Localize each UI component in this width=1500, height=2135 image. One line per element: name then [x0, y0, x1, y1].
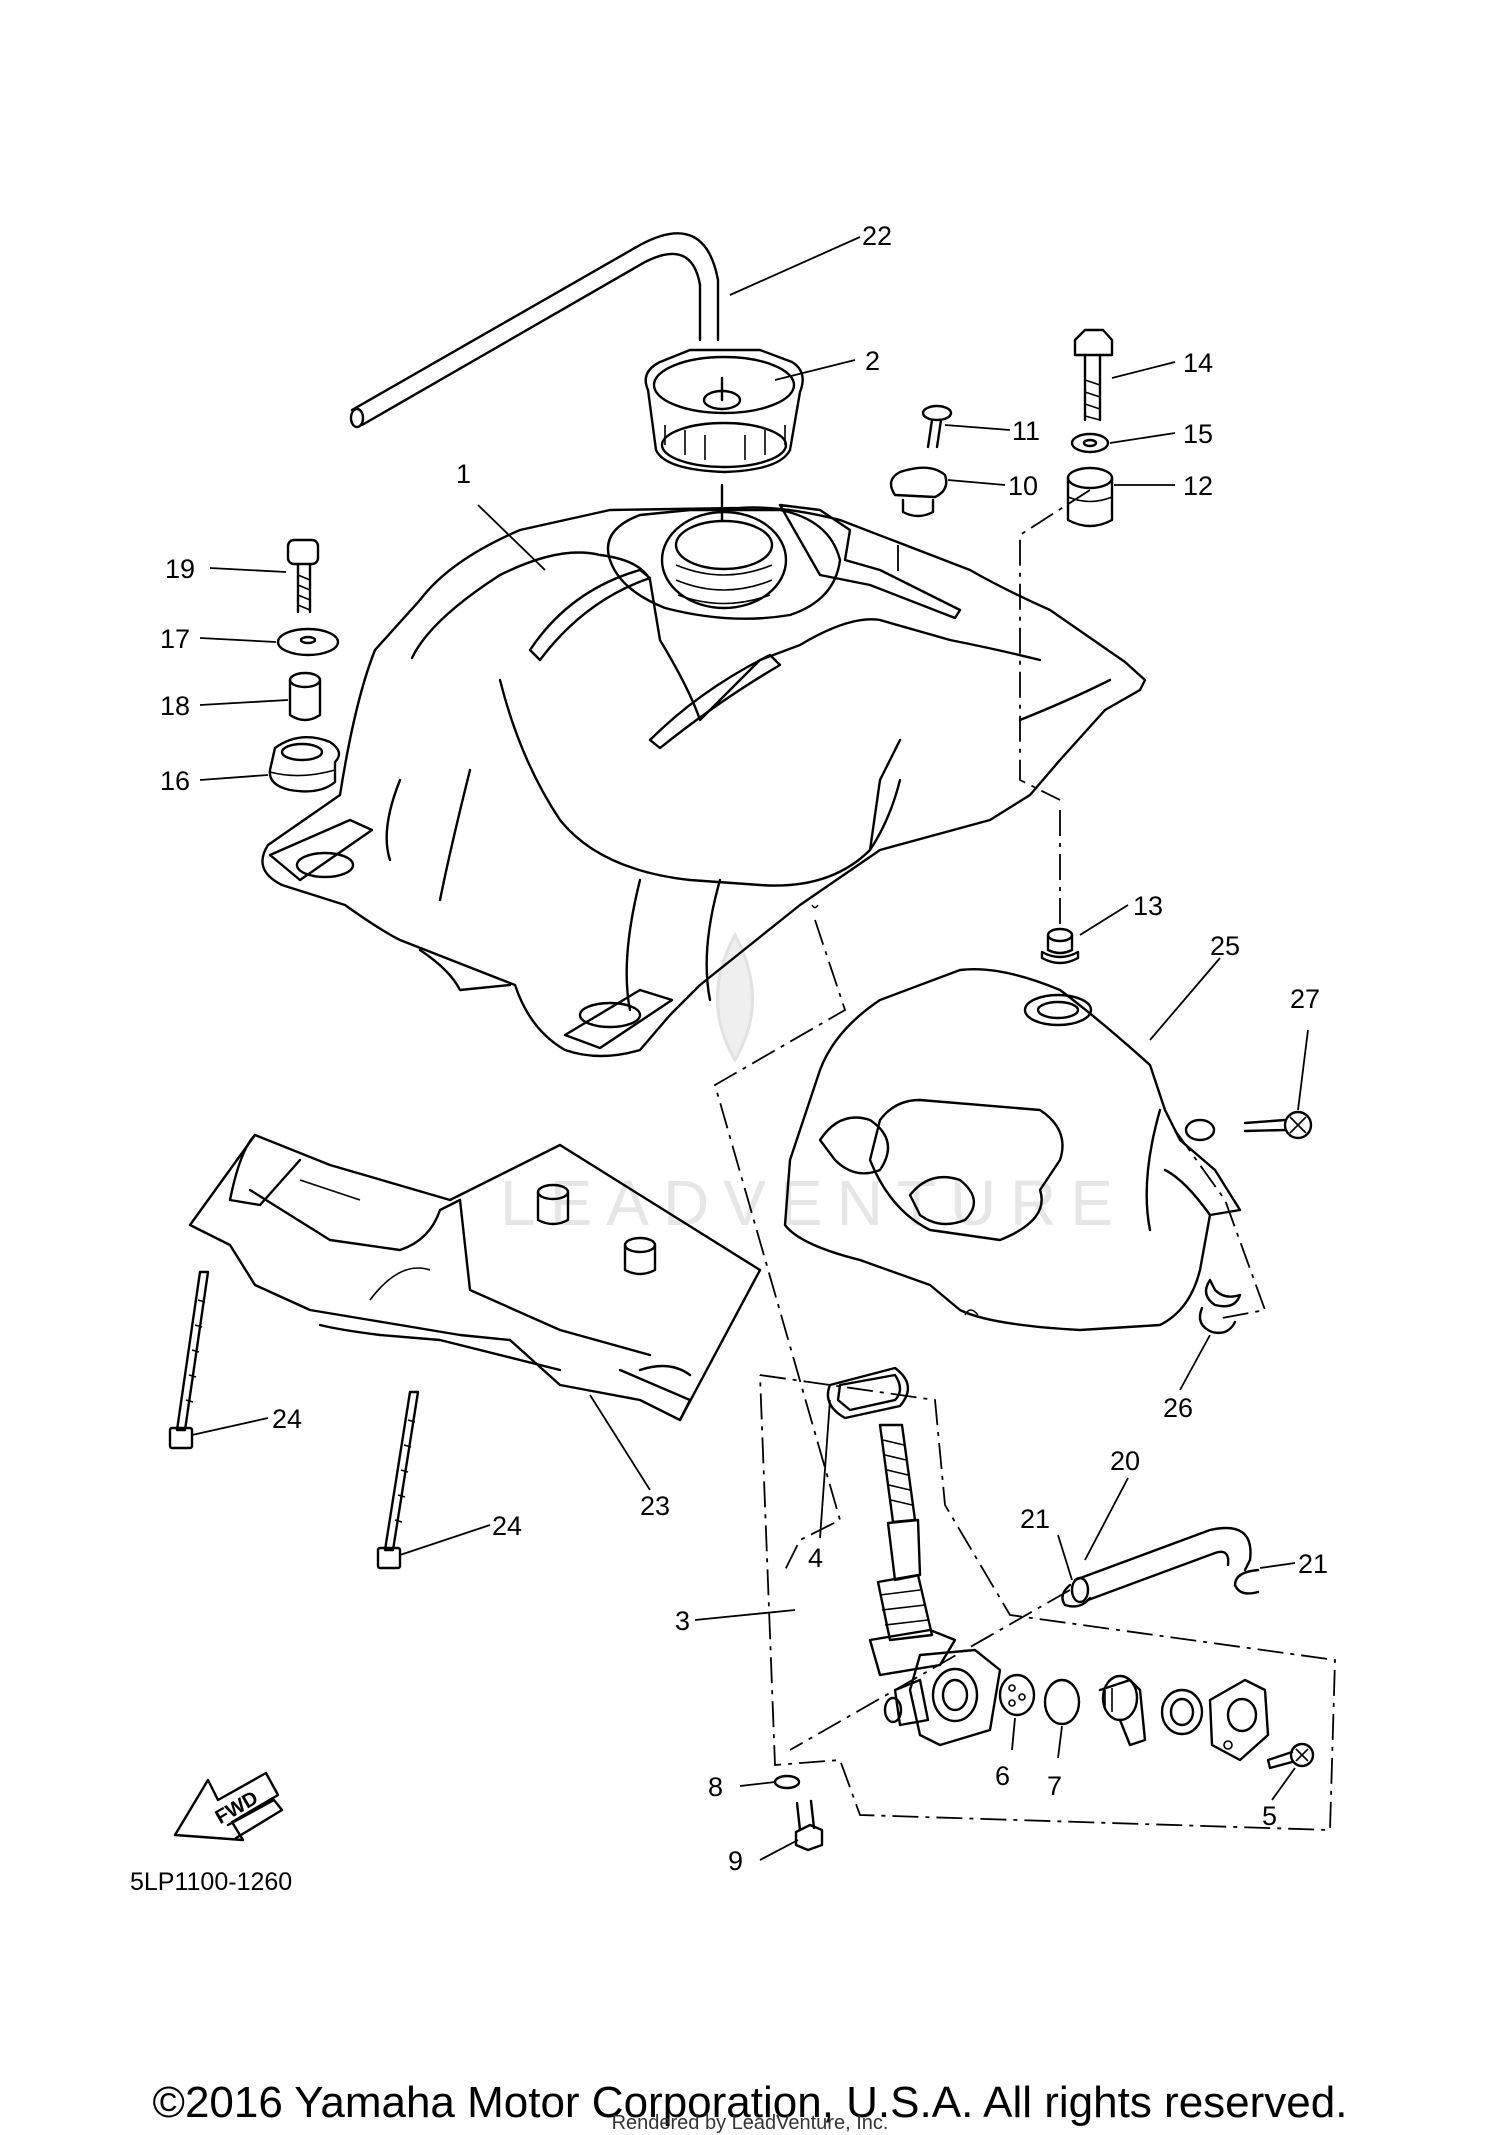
part-21-clip-left: [1061, 1583, 1092, 1608]
part-11-screw: [921, 404, 953, 449]
fwd-label: FWD: [212, 1787, 262, 1829]
watermark: LEADVENTURE: [500, 931, 1127, 1239]
callout-19: 19: [165, 554, 195, 584]
callout-24-left: 24: [272, 1404, 302, 1434]
leader-lines: [191, 236, 1309, 1861]
part-10-collar: [889, 466, 948, 518]
callout-21-left: 21: [1020, 1504, 1050, 1534]
callout-10: 10: [1008, 471, 1038, 501]
callout-16: 16: [160, 766, 190, 796]
part-3-fuel-cock: [868, 1423, 1002, 1747]
part-15-washer: [1070, 432, 1110, 454]
callout-11: 11: [1012, 416, 1040, 446]
callout-20: 20: [1110, 1446, 1140, 1476]
callout-14: 14: [1183, 348, 1213, 378]
callout-22: 22: [862, 221, 892, 251]
callout-6: 6: [995, 1761, 1010, 1791]
callout-15: 15: [1183, 419, 1213, 449]
part-27-screw: [1243, 1110, 1313, 1140]
callout-2: 2: [865, 346, 880, 376]
part-9-bolt: [794, 1799, 824, 1852]
part-lever: [1098, 1674, 1147, 1747]
part-5-screw: [1266, 1742, 1315, 1770]
part-6-seal: [998, 1673, 1036, 1717]
callout-21-right: 21: [1298, 1549, 1328, 1579]
part-23-under-tray: [188, 1133, 762, 1422]
callout-25: 25: [1210, 931, 1240, 961]
callout-12: 12: [1183, 471, 1213, 501]
part-24-cable-tie-right: [376, 1390, 420, 1570]
part-19-bolt: [286, 538, 320, 614]
part-18-collar: [288, 671, 322, 722]
watermark-text: LEADVENTURE: [500, 1167, 1127, 1239]
diagram-code: 5LP1100-1260: [130, 1868, 292, 1896]
part-25-tank-cover: [783, 967, 1242, 1332]
callout-23: 23: [640, 1491, 670, 1521]
part-7-o-ring: [1043, 1678, 1081, 1726]
callout-27: 27: [1290, 984, 1320, 1014]
part-1-fuel-tank: [261, 503, 1147, 1058]
part-24-cable-tie-left: [168, 1270, 210, 1450]
part-2-fuel-cap: [644, 348, 804, 522]
part-3-fuel-cock-frame: [759, 1374, 1336, 1831]
callout-17: 17: [160, 624, 190, 654]
part-21-clip-right: [1233, 1568, 1260, 1595]
callout-7: 7: [1047, 1771, 1062, 1801]
part-16-grommet: [268, 736, 341, 793]
part-13-collar: [1040, 927, 1080, 965]
rendered-by-credit: Rendered by LeadVenture, Inc.: [611, 2112, 889, 2134]
callout-9: 9: [728, 1846, 743, 1876]
part-4-gasket: [826, 1366, 909, 1420]
part-20-hose: [1070, 1526, 1252, 1604]
part-cover-plate: [1208, 1678, 1270, 1762]
callout-18: 18: [160, 691, 190, 721]
part-12-grommet: [1066, 466, 1114, 528]
part-seal-ring: [1160, 1688, 1204, 1736]
callout-4: 4: [808, 1543, 823, 1573]
callout-8: 8: [708, 1772, 723, 1802]
fwd-arrow: FWD: [173, 1771, 284, 1842]
part-8-washer: [773, 1774, 801, 1790]
callout-1: 1: [456, 459, 471, 489]
callout-13: 13: [1133, 891, 1163, 921]
callout-26: 26: [1163, 1393, 1193, 1423]
callouts: 22 2 14 11 15 10 12 1 19 17 18 16 13 25 …: [160, 221, 1328, 1876]
copyright-notice: ©2016 Yamaha Motor Corporation, U.S.A. A…: [152, 2078, 1348, 2127]
callout-3: 3: [675, 1606, 690, 1636]
connection-lines: [713, 489, 1267, 1751]
callout-5: 5: [1262, 1801, 1277, 1831]
callout-24-right: 24: [492, 1511, 522, 1541]
part-22-hose: [349, 232, 720, 429]
part-14-bolt: [1073, 328, 1114, 422]
part-26-clip: [1198, 1278, 1242, 1335]
part-17-washer: [276, 627, 340, 657]
